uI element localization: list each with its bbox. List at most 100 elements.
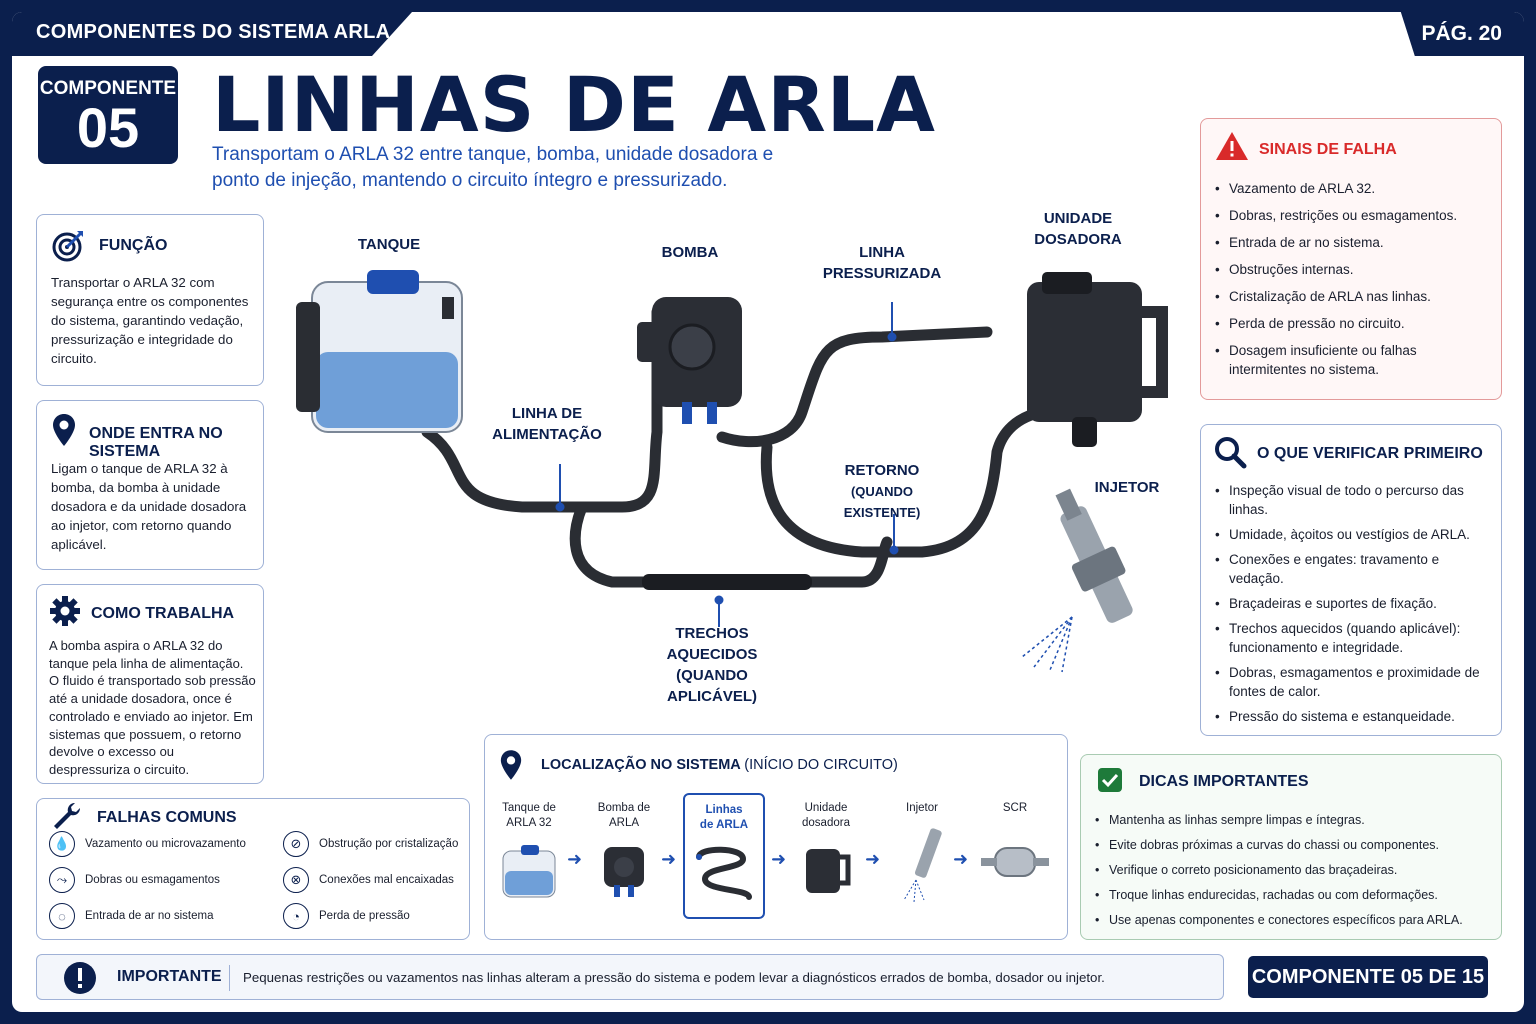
card-dicas: DICAS IMPORTANTES Mantenha as linhas sem… bbox=[1080, 754, 1502, 940]
card-sinais-falha: SINAIS DE FALHA Vazamento de ARLA 32. Do… bbox=[1200, 118, 1502, 400]
list-item: Evite dobras próximas a curvas do chassi… bbox=[1093, 836, 1493, 855]
section-header: COMPONENTES DO SISTEMA ARLA bbox=[12, 12, 412, 56]
target-icon bbox=[52, 231, 83, 262]
arrow-right-icon: ➜ bbox=[661, 849, 677, 869]
important-label: IMPORTANTE bbox=[117, 968, 222, 985]
label-unidade-dosadora: UNIDADE DOSADORA bbox=[1034, 210, 1122, 248]
page-number-tab: PÁG. 20 bbox=[1400, 12, 1524, 56]
card-falhas-title: FALHAS COMUNS bbox=[97, 809, 237, 826]
list-item: Entrada de ar no sistema. bbox=[1213, 233, 1493, 252]
sinais-list: Vazamento de ARLA 32. Dobras, restrições… bbox=[1213, 179, 1493, 387]
card-onde-title: ONDE ENTRA NO SISTEMA bbox=[89, 425, 223, 460]
arrow-right-icon: ➜ bbox=[771, 849, 787, 869]
list-item: Dobras, esmagamentos e proximidade de fo… bbox=[1213, 663, 1495, 701]
wrench-icon bbox=[54, 802, 81, 829]
tank-icon bbox=[296, 270, 463, 433]
return-line bbox=[760, 406, 1048, 558]
dosing-unit-icon bbox=[1027, 272, 1168, 447]
list-item: Inspeção visual de todo o percurso das l… bbox=[1213, 481, 1495, 519]
list-item: Conexões e engates: travamento e vedação… bbox=[1213, 550, 1495, 588]
falha-item-ar: ◌Entrada de ar no sistema bbox=[49, 903, 214, 929]
card-onde: ONDE ENTRA NO SISTEMA Ligam o tanque de … bbox=[36, 400, 264, 570]
injector-icon bbox=[1055, 488, 1133, 623]
system-diagram bbox=[296, 270, 1168, 673]
falha-item-dobras: ⤳Dobras ou esmagamentos bbox=[49, 867, 220, 893]
page-sheet: COMPONENTES DO SISTEMA ARLA PÁG. 20 COMP… bbox=[12, 12, 1524, 1012]
label-trechos-aquecidos: TRECHOS AQUECIDOS (QUANDO APLICÁVEL) bbox=[666, 625, 758, 705]
arrow-right-icon: ➜ bbox=[953, 849, 969, 869]
important-text: Pequenas restrições ou vazamentos nas li… bbox=[243, 970, 1105, 985]
list-item: Vazamento de ARLA 32. bbox=[1213, 179, 1493, 198]
tank-icon bbox=[502, 845, 556, 898]
card-dicas-title: DICAS IMPORTANTES bbox=[1139, 773, 1309, 790]
important-bar: IMPORTANTE Pequenas restrições ou vazame… bbox=[36, 954, 1224, 1000]
heated-section bbox=[569, 501, 893, 588]
page-number: PÁG. 20 bbox=[1421, 22, 1502, 45]
warning-icon bbox=[1216, 132, 1248, 160]
page-title: LINHAS DE ARLA bbox=[212, 60, 936, 149]
droplet-icon: 💧 bbox=[49, 831, 75, 857]
list-item: Perda de pressão no circuito. bbox=[1213, 314, 1493, 333]
card-onde-text: Ligam o tanque de ARLA 32 à bomba, da bo… bbox=[51, 461, 247, 552]
list-item: Pressão do sistema e estanqueidade. bbox=[1213, 707, 1495, 726]
falha-item-conexoes: ⊗Conexões mal encaixadas bbox=[283, 867, 454, 893]
card-sinais-title: SINAIS DE FALHA bbox=[1259, 141, 1397, 158]
checkbox-check-icon bbox=[1098, 768, 1122, 792]
component-badge-number: 05 bbox=[76, 96, 140, 159]
loc-item-injetor: Injetor bbox=[887, 801, 957, 904]
heated-sleeve bbox=[642, 574, 812, 590]
blocked-pipe-icon: ⊘ bbox=[283, 831, 309, 857]
list-item: Cristalização de ARLA nas linhas. bbox=[1213, 287, 1493, 306]
list-item: Braçadeiras e suportes de fixação. bbox=[1213, 594, 1495, 613]
magnifier-icon bbox=[1215, 437, 1247, 469]
card-como: COMO TRABALHA A bomba aspira o ARLA 32 d… bbox=[36, 584, 264, 784]
list-item: Obstruções internas. bbox=[1213, 260, 1493, 279]
location-pin-icon bbox=[53, 414, 75, 446]
component-badge-label: COMPONENTE bbox=[39, 78, 177, 99]
card-localizacao: LOCALIZAÇÃO NO SISTEMA (INÍCIO DO CIRCUI… bbox=[484, 734, 1068, 940]
connector-icon: ⊗ bbox=[283, 867, 309, 893]
location-pin-icon bbox=[500, 750, 522, 780]
card-falhas: FALHAS COMUNS 💧Vazamento ou microvazamen… bbox=[36, 798, 470, 940]
dosing-unit-icon bbox=[806, 849, 851, 893]
list-item: Verifique o correto posicionamento das b… bbox=[1093, 861, 1493, 880]
hose-icon bbox=[696, 846, 752, 900]
injector-icon bbox=[903, 828, 942, 903]
list-item: Dobras, restrições ou esmagamentos. bbox=[1213, 206, 1493, 225]
list-item: Mantenha as linhas sempre limpas e ínteg… bbox=[1093, 811, 1493, 830]
verificar-list: Inspeção visual de todo o percurso das l… bbox=[1213, 481, 1495, 732]
section-title: COMPONENTES DO SISTEMA ARLA bbox=[36, 21, 391, 43]
exclamation-icon bbox=[64, 962, 96, 994]
catalyst-icon bbox=[981, 847, 1049, 877]
label-bomba: BOMBA bbox=[661, 244, 719, 261]
list-item: Dosagem insuficiente ou falhas intermite… bbox=[1213, 341, 1493, 379]
important-divider bbox=[229, 965, 230, 991]
pressure-line bbox=[716, 326, 993, 448]
page-subtitle: Transportam o ARLA 32 entre tanque, bomb… bbox=[212, 144, 774, 191]
dicas-list: Mantenha as linhas sempre limpas e ínteg… bbox=[1093, 811, 1493, 936]
air-bubble-icon: ◌ bbox=[49, 903, 75, 929]
pump-icon bbox=[604, 847, 644, 897]
label-retorno: RETORNO (QUANDO EXISTENTE) bbox=[843, 462, 921, 520]
label-tanque: TANQUE bbox=[357, 236, 421, 253]
component-counter-badge: COMPONENTE 05 DE 15 bbox=[1248, 956, 1488, 998]
falha-item-vazamento: 💧Vazamento ou microvazamento bbox=[49, 831, 246, 857]
arrow-right-icon: ➜ bbox=[567, 849, 583, 869]
spray-icon bbox=[1021, 616, 1073, 673]
falha-item-obstrucao: ⊘Obstrução por cristalização bbox=[283, 831, 458, 857]
card-localizacao-title: LOCALIZAÇÃO NO SISTEMA (INÍCIO DO CIRCUI… bbox=[541, 757, 898, 773]
card-funcao-text: Transportar o ARLA 32 com segurança entr… bbox=[51, 275, 249, 366]
gear-icon bbox=[50, 596, 80, 626]
list-item: Troque linhas endurecidas, rachadas ou c… bbox=[1093, 886, 1493, 905]
card-verificar: O QUE VERIFICAR PRIMEIRO Inspeção visual… bbox=[1200, 424, 1502, 736]
card-como-title: COMO TRABALHA bbox=[91, 605, 235, 622]
card-verificar-title: O QUE VERIFICAR PRIMEIRO bbox=[1257, 445, 1483, 462]
list-item: Umidade, àçoitos ou vestígios de ARLA. bbox=[1213, 525, 1495, 544]
card-funcao-title: FUNÇÃO bbox=[99, 237, 168, 254]
card-funcao: FUNÇÃO Transportar o ARLA 32 com seguran… bbox=[36, 214, 264, 386]
pressure-gauge-icon: ◔ bbox=[283, 903, 309, 929]
